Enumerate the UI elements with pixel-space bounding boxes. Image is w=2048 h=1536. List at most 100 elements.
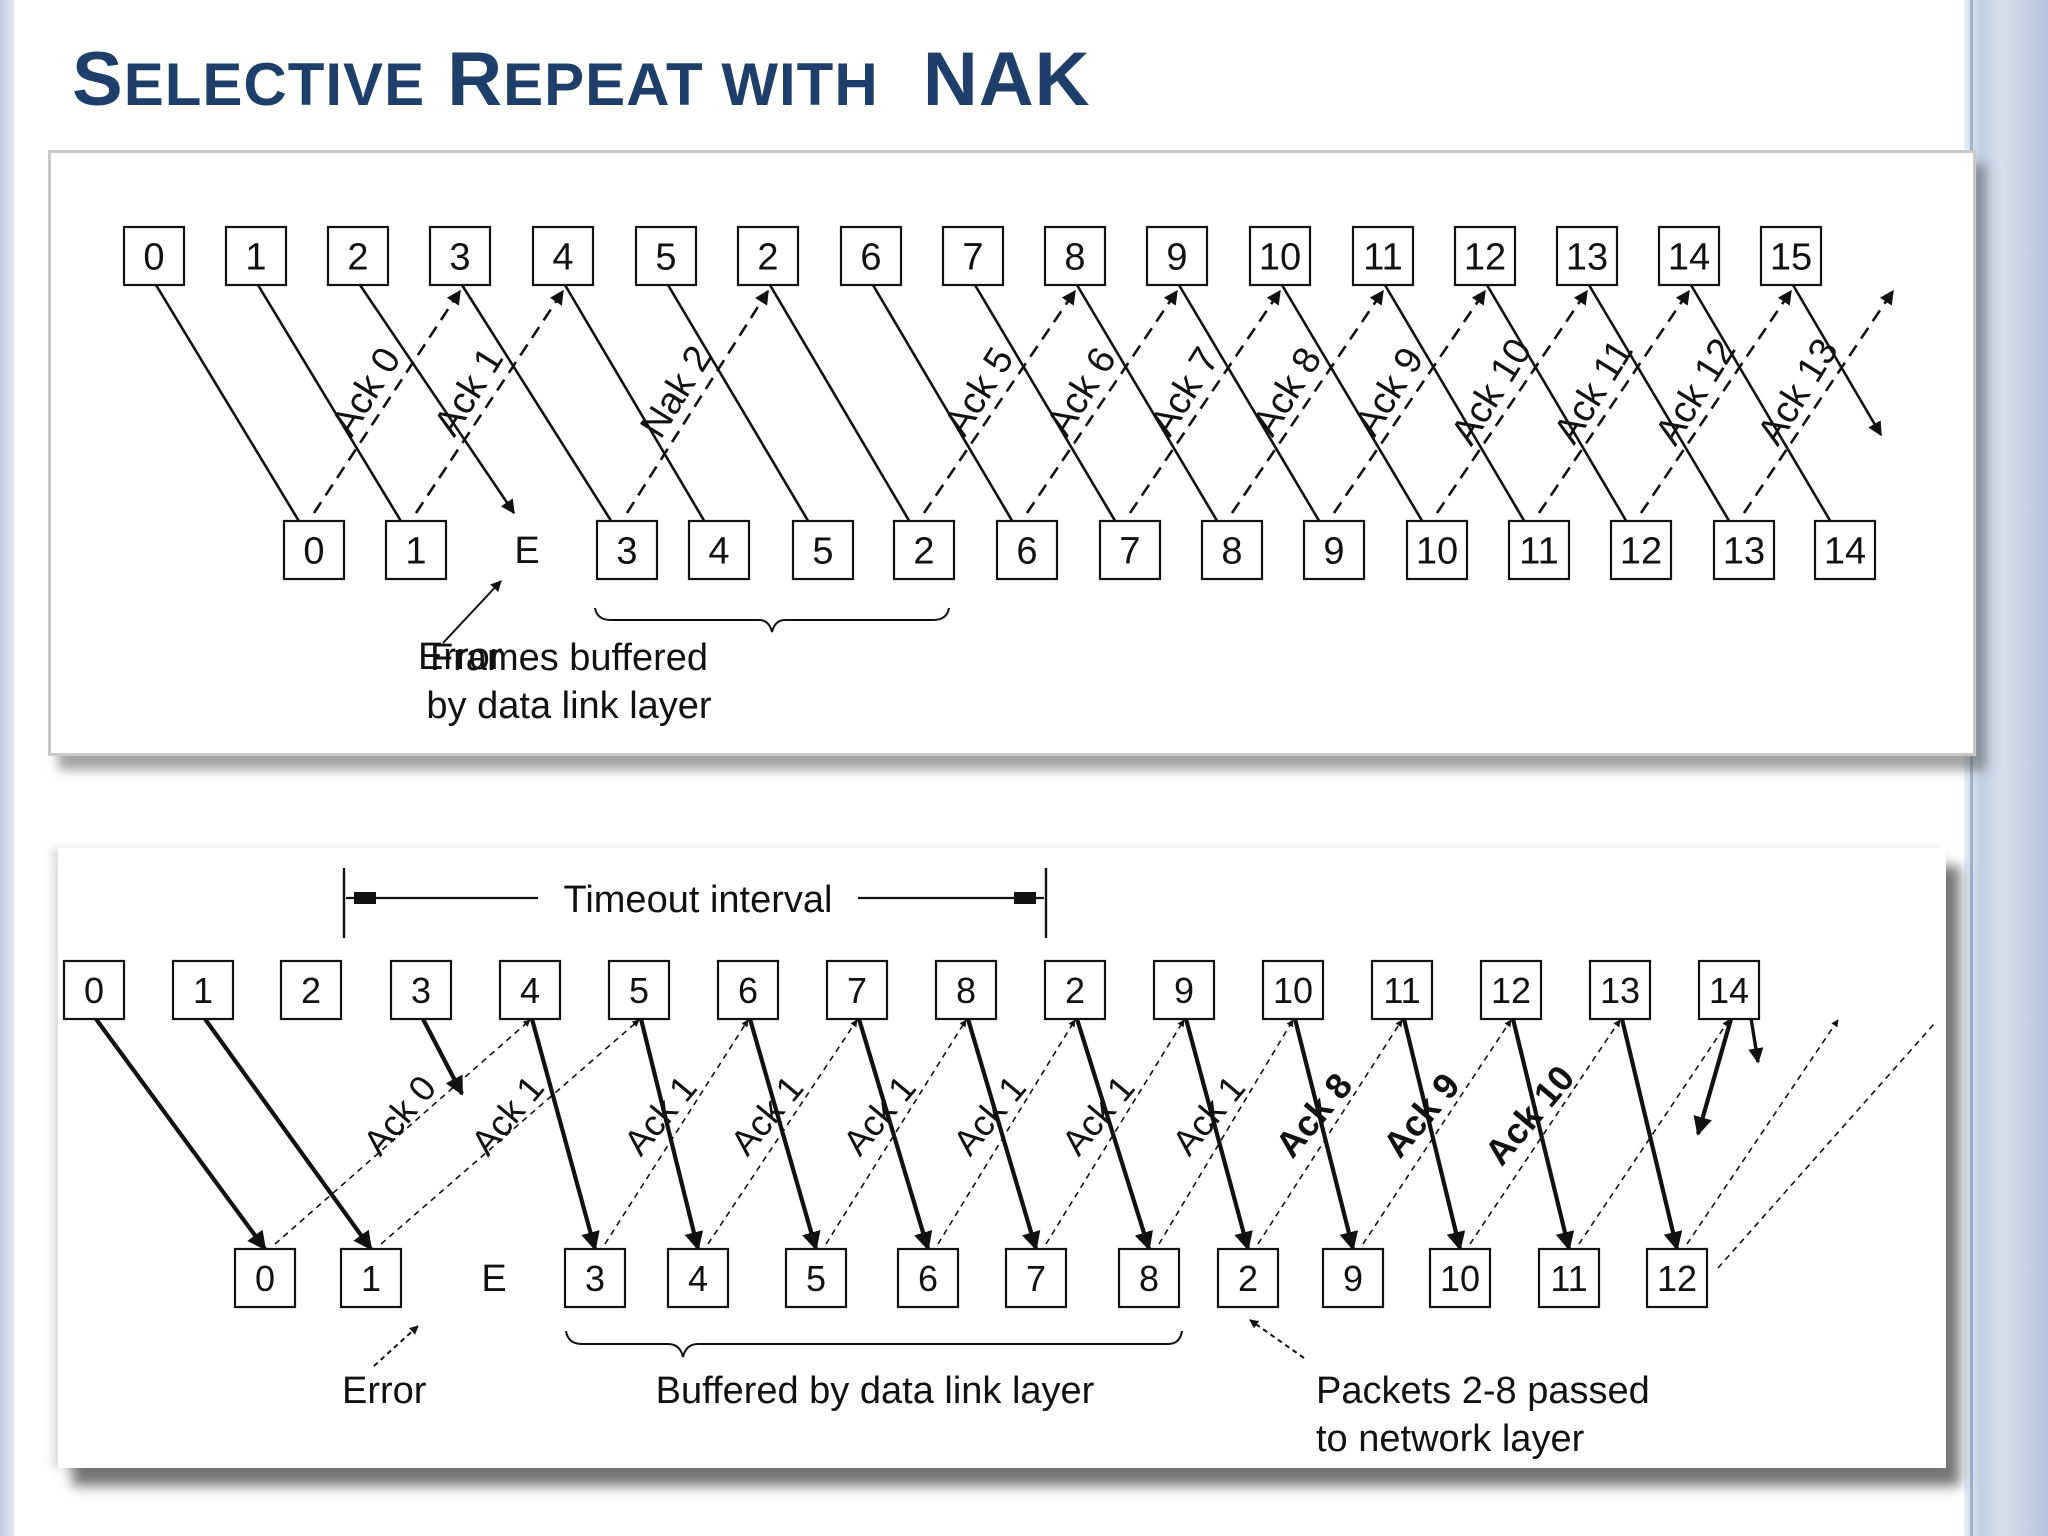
received-frame-box-label: 6 xyxy=(1016,531,1037,573)
frame-arrow xyxy=(1510,1018,1575,1251)
buffer-brace xyxy=(594,607,950,633)
frame-arrow xyxy=(421,1018,464,1096)
frame-arrow xyxy=(563,284,721,548)
error-marker: E xyxy=(514,530,539,572)
ack-arrow xyxy=(312,289,462,514)
buffer-label: Buffered by data link layer xyxy=(656,1370,1095,1412)
received-frame-box-label: 4 xyxy=(688,1258,708,1299)
received-frame-box xyxy=(1712,519,1776,581)
ack-label: Ack 1 xyxy=(945,1067,1034,1162)
ack-arrow xyxy=(414,289,565,514)
received-frame-box xyxy=(666,1247,730,1309)
received-frame-box xyxy=(1609,519,1673,581)
received-frame-box xyxy=(1507,519,1571,581)
sent-frame-box xyxy=(1479,959,1543,1021)
received-frame-box xyxy=(791,519,855,581)
ack-label: Ack 10 xyxy=(1476,1057,1582,1172)
received-frame-box xyxy=(595,519,659,581)
received-frame-box xyxy=(1537,1247,1601,1309)
sent-frame-box-label: 6 xyxy=(860,237,881,279)
received-frame-box xyxy=(995,519,1059,581)
sent-frame-box-label: 8 xyxy=(1064,237,1085,279)
sent-frame-box xyxy=(1697,959,1761,1021)
frame-arrow xyxy=(1177,284,1336,548)
received-frame-box xyxy=(1321,1247,1385,1309)
ack-arrow xyxy=(1435,289,1589,514)
frame-arrow xyxy=(1401,1018,1466,1251)
ack-arrow xyxy=(1639,289,1793,514)
received-frame-box-label: 3 xyxy=(616,531,637,573)
sent-frame-box-label: 13 xyxy=(1600,970,1640,1011)
frame-arrow xyxy=(1292,1018,1359,1251)
received-frame-box xyxy=(1117,1247,1181,1309)
left-frame-strip xyxy=(0,0,14,1536)
ack-label: Ack 0 xyxy=(355,1067,444,1162)
frame-arrow xyxy=(1587,284,1746,548)
received-frame-box xyxy=(687,519,751,581)
received-frame-box-label: 14 xyxy=(1824,531,1866,573)
top-arrows xyxy=(154,284,1895,548)
sent-frame-box xyxy=(62,959,126,1021)
ack-label: Ack 1 xyxy=(615,1067,704,1162)
received-frame-box xyxy=(1813,519,1877,581)
sent-frame-box-label: 14 xyxy=(1668,237,1710,279)
received-frame-box xyxy=(1200,519,1264,581)
ack-label: Ack 1 xyxy=(463,1067,552,1162)
sent-frame-box xyxy=(171,959,235,1021)
sent-frame-box xyxy=(1152,959,1216,1021)
ack-label: Ack 1 xyxy=(1164,1067,1253,1162)
sent-frame-box xyxy=(1453,225,1517,287)
sent-frame-box-label: 3 xyxy=(449,237,470,279)
passed-label-line2: to network layer xyxy=(1316,1418,1585,1460)
buffer-brace xyxy=(565,1330,1183,1358)
title-part: S xyxy=(72,37,124,122)
error-pointer xyxy=(442,580,502,644)
received-frame-box xyxy=(233,1247,297,1309)
ack-arrow xyxy=(707,1019,858,1245)
bottom-arrows xyxy=(94,868,1935,1269)
sent-frame-box xyxy=(122,225,186,287)
ack-label: Ack 1 xyxy=(1053,1067,1142,1162)
sent-frame-box-label: 1 xyxy=(193,970,213,1011)
received-frame-box-label: 11 xyxy=(1519,531,1558,573)
received-frame-box-label: 11 xyxy=(1550,1258,1587,1299)
ack-arrow xyxy=(825,1019,967,1245)
frame-arrow xyxy=(1619,1018,1683,1251)
received-frame-box xyxy=(339,1247,403,1309)
title-part: NAK xyxy=(922,37,1091,122)
sent-frame-box-label: 7 xyxy=(847,970,867,1011)
received-frame-box xyxy=(282,519,346,581)
title-part: EPEAT WITH xyxy=(503,51,879,118)
sent-frame-box xyxy=(279,959,343,1021)
sent-frame-box-label: 4 xyxy=(552,237,573,279)
ack-arrow xyxy=(1257,1019,1403,1245)
received-frame-box-label: 9 xyxy=(1343,1258,1363,1299)
timeout-tick-right xyxy=(1014,892,1036,904)
ack-arrow xyxy=(1128,289,1282,514)
sent-frame-box-label: 3 xyxy=(411,970,431,1011)
sent-frame-box xyxy=(941,225,1005,287)
sent-frame-box xyxy=(498,959,562,1021)
received-frame-box xyxy=(1098,519,1162,581)
received-frame-box-label: 0 xyxy=(255,1258,275,1299)
passed-pointer xyxy=(1249,1319,1305,1359)
frame-arrow xyxy=(1791,284,1883,437)
ack-label: Ack 1 xyxy=(426,340,512,443)
sent-frame-box xyxy=(1043,225,1107,287)
frame-arrow xyxy=(529,1018,600,1251)
ack-label: Ack 8 xyxy=(1267,1065,1360,1165)
received-frame-box-label: 5 xyxy=(812,531,833,573)
received-frame-box-label: 7 xyxy=(1026,1258,1046,1299)
sent-frame-box-label: 0 xyxy=(143,237,164,279)
frame-arrow xyxy=(460,284,629,548)
frame-arrow xyxy=(1693,1018,1734,1136)
sent-frame-box-label: 8 xyxy=(956,970,976,1011)
ack-arrow-tail xyxy=(1717,1023,1935,1269)
ack-arrow xyxy=(604,1019,749,1245)
ack-label: Nak 2 xyxy=(632,339,720,445)
slide-title: SELECTIVE REPEAT WITH NAK xyxy=(72,36,1091,123)
ack-label: Ack 1 xyxy=(722,1067,811,1162)
ack-arrow xyxy=(1332,289,1487,514)
